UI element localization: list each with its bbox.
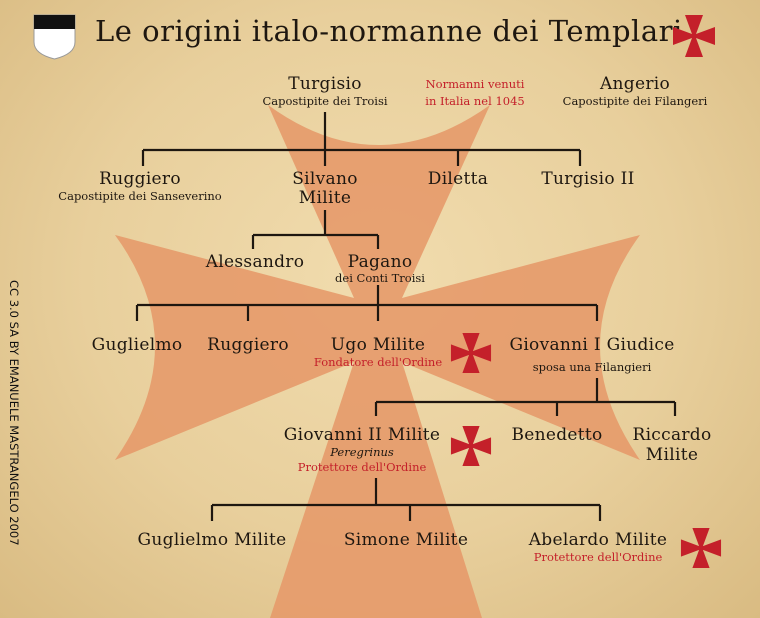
node-alessandro-name: Alessandro: [205, 252, 305, 272]
node-riccardo-name: Riccardo: [632, 425, 712, 445]
templar-cross-icon: [673, 15, 715, 57]
node-ruggiero-sub: Capostipite dei Sanseverino: [58, 189, 222, 203]
node-benedetto-name: Benedetto: [511, 425, 603, 445]
node-guglielmo-name: Guglielmo: [91, 335, 183, 355]
node-turgisio-sub: Capostipite dei Troisi: [262, 94, 388, 108]
node-abelardo-name: Abelardo Milite: [528, 530, 668, 550]
node-abelardo-sub: Protettore dell'Ordine: [533, 550, 663, 564]
node-pagano-name: Pagano: [347, 252, 413, 272]
node-simone-name: Simone Milite: [343, 530, 469, 550]
templar-cross-icon: [450, 332, 492, 374]
node-giovanni1-sub: sposa una Filangieri: [532, 360, 652, 374]
node-ugo-sub: Fondatore dell'Ordine: [313, 355, 443, 369]
shield-icon: [33, 14, 76, 60]
templar-cross-icon: [680, 527, 722, 569]
templar-cross-icon: [450, 425, 492, 467]
node-angerio-sub: Capostipite dei Filangeri: [562, 94, 708, 108]
node-giovanni2-name: Giovanni II Milite: [283, 425, 441, 445]
note-line1: Normanni venuti: [425, 77, 525, 91]
license-credit: CC 3.0 SA BY EMANUELE MASTRANGELO 2007: [7, 280, 21, 546]
node-silvano-name: Silvano: [292, 169, 358, 189]
node-diletta-name: Diletta: [427, 169, 489, 189]
note-line2: in Italia nel 1045: [425, 94, 525, 108]
node-giovanni2-sub: Peregrinus: [330, 445, 394, 459]
tree-connectors: [135, 112, 677, 521]
node-giovanni1-name: Giovanni I Giudice: [509, 335, 675, 355]
node-angerio-name: Angerio: [599, 74, 671, 94]
node-guglielmo-milite-name: Guglielmo Milite: [137, 530, 287, 550]
node-silvano-name2: Milite: [298, 188, 352, 208]
node-ruggiero-name: Ruggiero: [99, 169, 181, 189]
node-ruggiero2-name: Ruggiero: [207, 335, 289, 355]
node-riccardo-name2: Milite: [645, 445, 699, 465]
node-turgisio-name: Turgisio: [288, 74, 362, 94]
page-title: Le origini italo-normanne dei Templari: [95, 14, 683, 48]
templar-cross-background: [115, 105, 640, 618]
node-turgisio2-name: Turgisio II: [541, 169, 635, 189]
node-ugo-name: Ugo Milite: [330, 335, 426, 355]
node-pagano-sub: dei Conti Troisi: [335, 271, 425, 285]
node-giovanni2-sub2: Protettore dell'Ordine: [297, 460, 427, 474]
